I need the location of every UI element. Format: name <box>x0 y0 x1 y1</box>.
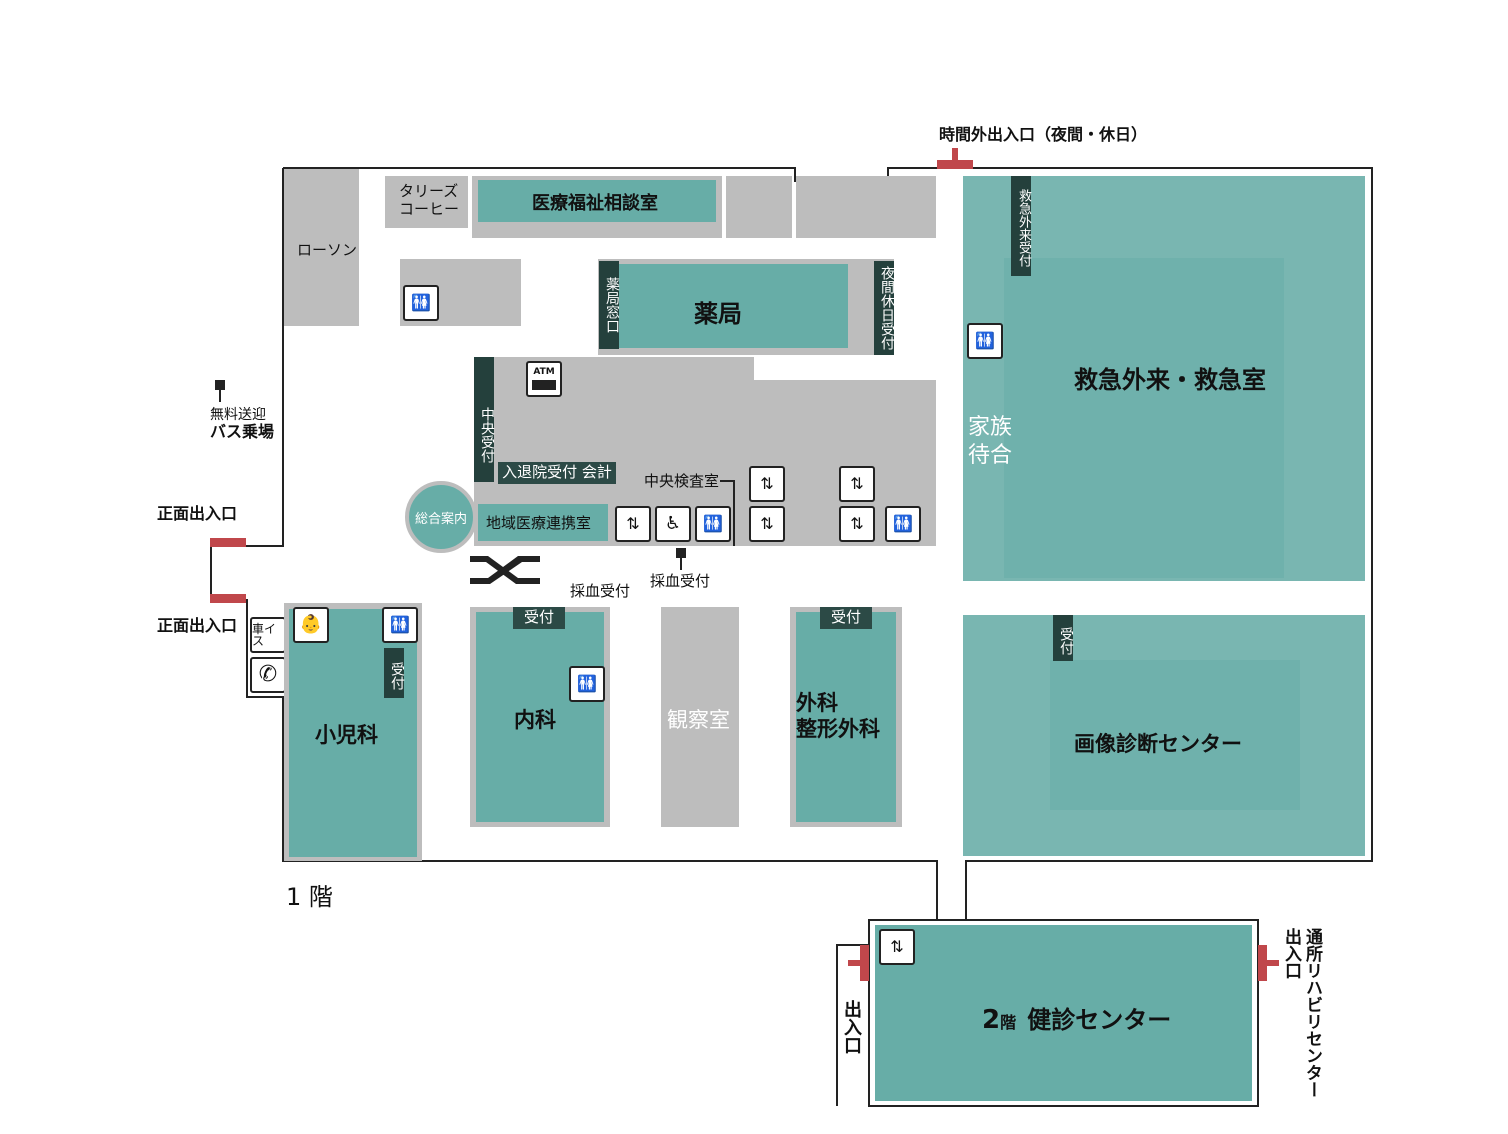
imaging-label: 画像診断センター <box>1074 732 1242 756</box>
night-holiday-reception-tag: 夜間休日受付 <box>874 261 895 355</box>
blood-draw-label-1: 採血受付 <box>570 582 631 600</box>
regional-cooperation-label: 地域医療連携室 <box>486 514 592 532</box>
observation-label: 観察室 <box>667 708 730 732</box>
blood-draw-marker-2 <box>676 548 686 558</box>
after-hours-door[interactable] <box>937 160 973 169</box>
kenshin-entrance-label: 出入口 <box>841 1000 862 1054</box>
internal-room <box>476 612 604 822</box>
atm-icon[interactable]: ATM <box>526 361 562 397</box>
elevator-icon: ⇅ <box>615 506 651 542</box>
pediatrics-label: 小児科 <box>315 723 378 747</box>
restroom-icon: 🚻 <box>695 506 731 542</box>
elevator-icon: ⇅ <box>749 506 785 542</box>
emergency-label: 救急外来・救急室 <box>1074 366 1266 394</box>
main-entrance-top-label: 正面出入口 <box>157 504 238 523</box>
central-lab-pointer-v <box>733 480 735 546</box>
pharmacy-label: 薬局 <box>694 300 742 328</box>
regional-cooperation-room <box>478 504 608 541</box>
health-check-label: 健診センター <box>1027 1006 1172 1034</box>
health-check-floor-label: 2階 健診センター <box>982 1000 1171 1035</box>
gray-block-2 <box>796 176 936 238</box>
wheelchair-rental-label: 車イス <box>252 622 277 648</box>
lawson-area <box>284 169 359 326</box>
rehab-entrance-line2: 出入口 <box>1281 928 1301 979</box>
after-hours-door-stem <box>952 148 958 160</box>
bus-stop-pointer <box>219 390 221 402</box>
social-welfare-label: 医療福祉相談室 <box>532 193 658 214</box>
gray-block-1 <box>726 176 792 238</box>
pharmacy-window-tag: 薬局窓口 <box>599 261 620 349</box>
restroom-icon: 🚻 <box>885 506 921 542</box>
elevator-icon: ⇅ <box>839 506 875 542</box>
tullys-label: タリーズ コーヒー <box>399 182 460 218</box>
observation-room <box>661 607 739 827</box>
baby-icon: 👶 <box>293 607 329 643</box>
lawson-label: ローソン <box>297 241 358 259</box>
health-check-floor-suffix: 階 <box>1000 1013 1017 1032</box>
kenshin-door[interactable] <box>860 945 869 981</box>
rehab-door[interactable] <box>1258 945 1267 981</box>
central-reception-tag: 中央受付 <box>474 357 495 482</box>
emergency-reception-tag: 救急外来受付 <box>1011 176 1031 276</box>
rehab-door-stem <box>1267 960 1279 966</box>
main-entrance-bottom-door[interactable] <box>210 594 246 603</box>
restroom-icon: 🚻 <box>403 285 439 321</box>
floor-label: 1 階 <box>286 883 333 911</box>
emergency-area-inner <box>1004 258 1284 578</box>
surgery-room <box>796 612 896 822</box>
health-check-floor-number: 2 <box>982 1005 1001 1035</box>
pediatrics-reception-tag: 受付 <box>384 648 405 698</box>
blood-draw-pointer-2 <box>680 558 682 570</box>
general-info-desk[interactable]: 総合案内 <box>405 481 477 553</box>
imaging-reception-tag: 受付 <box>1053 615 1074 661</box>
main-entrance-top-door[interactable] <box>210 538 246 547</box>
main-entrance-bottom-label: 正面出入口 <box>157 616 238 635</box>
after-hours-entrance-label: 時間外出入口（夜間・休日） <box>939 125 1148 144</box>
internal-reception-tag: 受付 <box>513 607 565 629</box>
rehab-entrance-line1: 通所リハビリセンター <box>1302 928 1322 1098</box>
health-check-room <box>875 925 1252 1101</box>
restroom-icon: 🚻 <box>967 323 1003 359</box>
general-info-label: 総合案内 <box>414 511 467 527</box>
restroom-icon: 🚻 <box>569 666 605 702</box>
admission-discharge-tag: 入退院受付 会計 <box>498 462 616 484</box>
atm-slot <box>532 380 556 390</box>
social-welfare-room <box>478 180 716 222</box>
phone-icon[interactable]: ✆ <box>250 657 286 693</box>
surgery-reception-tag: 受付 <box>820 607 872 629</box>
atm-label: ATM <box>533 367 555 377</box>
pharmacy-room <box>616 264 848 348</box>
surgery-label: 外科 整形外科 <box>796 691 880 741</box>
wheelchair-icon: ♿ <box>655 506 691 542</box>
escalator-icon <box>470 556 540 584</box>
central-lab-pointer-h <box>720 480 734 482</box>
blood-draw-label-2: 採血受付 <box>650 572 711 590</box>
kenshin-door-stem <box>848 960 860 966</box>
internal-label: 内科 <box>514 708 556 732</box>
elevator-icon: ⇅ <box>879 929 915 965</box>
bus-stop-line1: 無料送迎 <box>210 407 266 423</box>
imaging-area-inner <box>1050 660 1300 810</box>
central-lab-label: 中央検査室 <box>644 472 720 490</box>
elevator-icon: ⇅ <box>749 466 785 502</box>
bus-stop-line2: バス乗場 <box>210 422 275 441</box>
family-waiting-label: 家族 待合 <box>968 415 1013 468</box>
bus-stop-marker <box>215 380 225 390</box>
tullys-area <box>385 176 468 228</box>
restroom-icon: 🚻 <box>382 607 418 643</box>
elevator-icon: ⇅ <box>839 466 875 502</box>
wheelchair-rental[interactable]: 車イス <box>250 617 286 653</box>
